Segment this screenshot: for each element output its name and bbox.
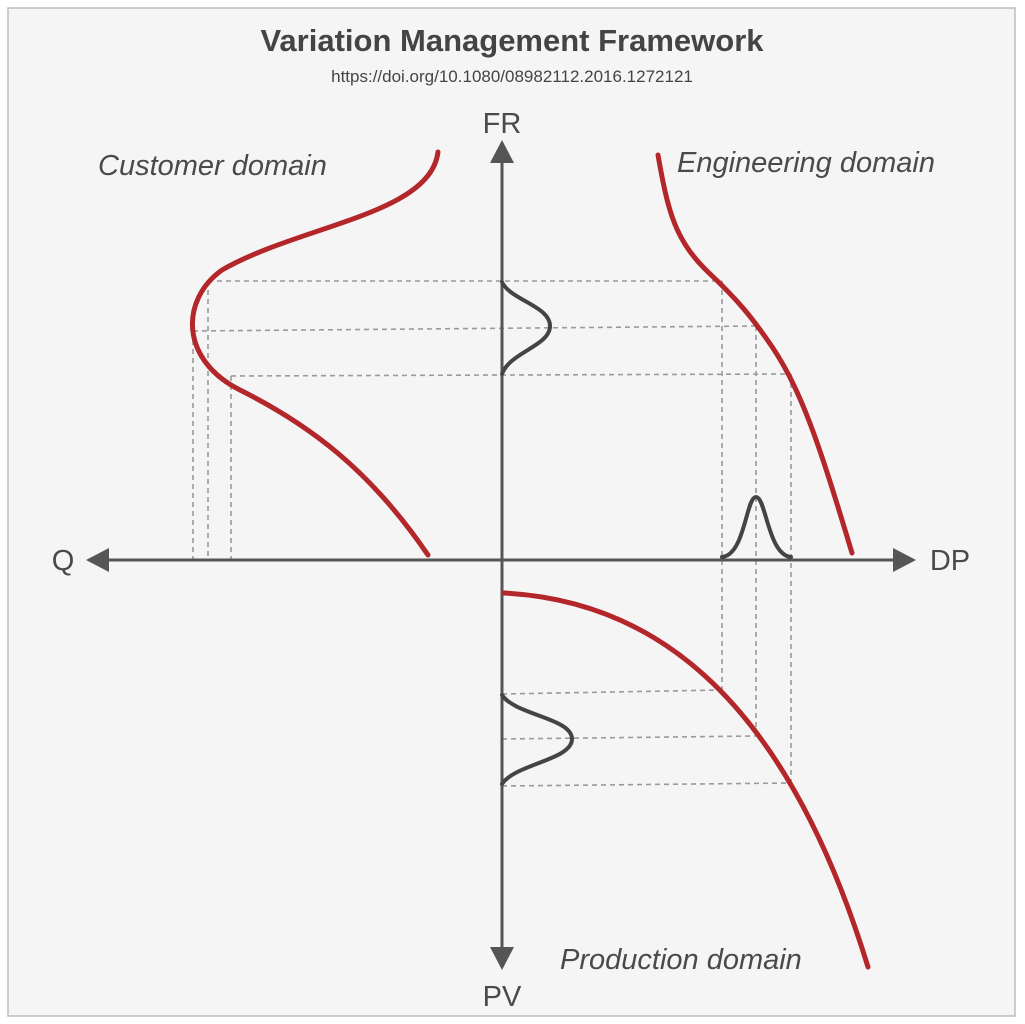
fr-distribution-curve	[500, 280, 553, 376]
guide-upper-3	[230, 373, 792, 377]
customer-domain-curve	[190, 149, 441, 558]
arrow-down-icon	[490, 947, 514, 970]
engineering-domain-label: Engineering domain	[677, 147, 935, 179]
diagram-doi: https://doi.org/10.1080/08982112.2016.12…	[331, 67, 693, 86]
arrow-right-icon	[893, 548, 916, 572]
projection-guides	[192, 280, 792, 787]
customer-domain-label: Customer domain	[98, 150, 327, 182]
arrow-up-icon	[490, 140, 514, 163]
arrow-left-icon	[86, 548, 109, 572]
guide-lower-3	[501, 782, 792, 787]
pv-distribution-curve	[500, 693, 575, 786]
production-domain-label: Production domain	[560, 944, 802, 976]
axis-label-dp: DP	[930, 545, 970, 577]
guide-lower-2	[501, 735, 757, 740]
production-domain-curve	[501, 590, 871, 970]
engineering-domain-curve	[655, 152, 855, 556]
guide-lower-1	[501, 689, 723, 695]
diagram-title: Variation Management Framework	[260, 23, 764, 58]
dp-distribution-curve	[720, 494, 793, 559]
axis-label-pv: PV	[483, 981, 522, 1013]
axis-label-fr: FR	[483, 108, 522, 140]
guide-upper-2	[192, 325, 757, 332]
panel-background	[7, 7, 1016, 1017]
axes	[86, 140, 916, 970]
axis-label-q: Q	[52, 545, 75, 577]
